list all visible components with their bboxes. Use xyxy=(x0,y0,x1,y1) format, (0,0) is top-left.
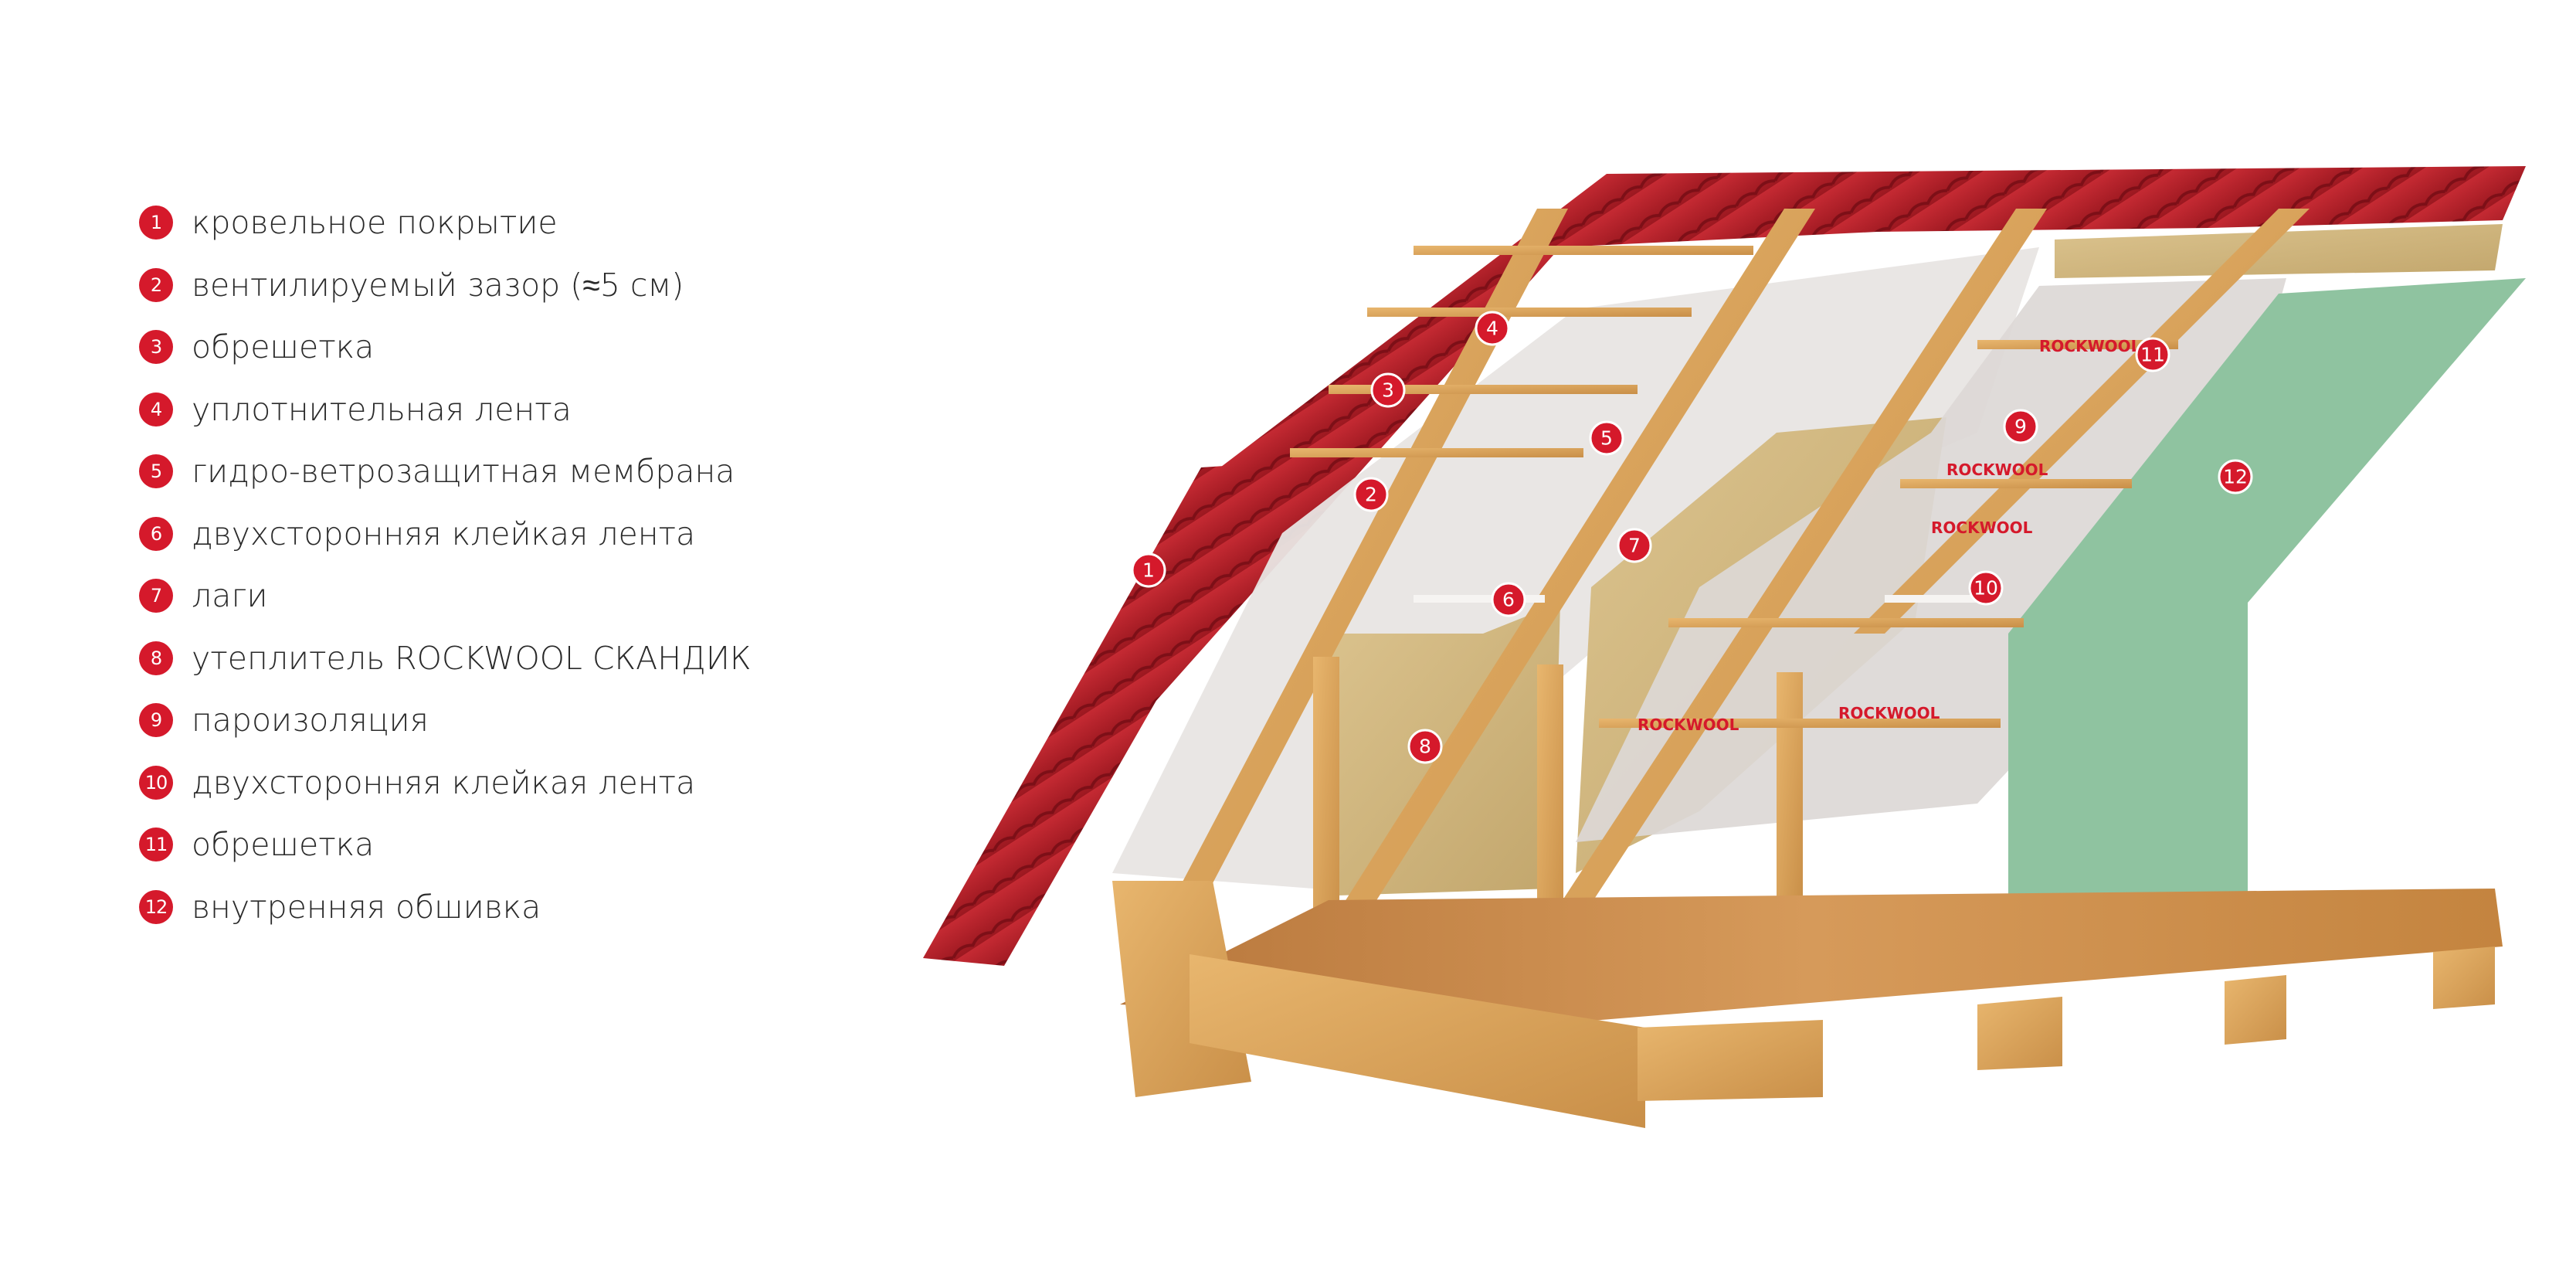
callout-number: 8 xyxy=(1419,736,1431,758)
membrane-brand-label: ROCKWOOL xyxy=(2039,337,2141,355)
legend-item-8: 8 утеплитель ROCKWOOL СКАНДИК xyxy=(139,639,911,677)
legend-label: лаги xyxy=(192,577,268,614)
membrane-brand-label: ROCKWOOL xyxy=(1931,518,2033,537)
legend-item-5: 5 гидро-ветрозащитная мембрана xyxy=(139,453,911,490)
legend-item-3: 3 обрешетка xyxy=(139,328,911,365)
callout-number: 2 xyxy=(1365,484,1377,506)
callout-number: 3 xyxy=(1382,379,1394,402)
callout-number: 11 xyxy=(2140,344,2165,366)
callout-4: 4 xyxy=(1475,311,1510,346)
insulation-top xyxy=(2055,224,2503,278)
floor-joist xyxy=(2433,946,2495,1009)
legend-item-6: 6 двухсторонняя клейкая лента xyxy=(139,515,911,552)
legend-item-10: 10 двухсторонняя клейкая лента xyxy=(139,763,911,801)
callout-6: 6 xyxy=(1491,582,1526,617)
batten xyxy=(1367,308,1692,317)
legend-badge: 12 xyxy=(139,889,173,924)
membrane-brand-label: ROCKWOOL xyxy=(1638,715,1739,734)
tape-strip xyxy=(1885,595,1977,603)
callout-number: 10 xyxy=(1974,577,1998,600)
inner-batten xyxy=(1977,340,2178,349)
callout-9: 9 xyxy=(2003,409,2038,444)
rafter-2 xyxy=(1329,209,1815,927)
callout-5: 5 xyxy=(1589,420,1624,456)
inner-batten xyxy=(1599,719,2001,728)
legend-item-2: 2 вентилируемый зазор (≈5 см) xyxy=(139,266,911,304)
legend-label: уплотнительная лента xyxy=(192,390,572,428)
legend-item-12: 12 внутренняя обшивка xyxy=(139,888,911,926)
batten xyxy=(1329,385,1638,394)
legend-badge: 8 xyxy=(139,641,173,675)
callout-12: 12 xyxy=(2218,459,2253,494)
legend-badge: 10 xyxy=(139,765,173,800)
legend-label: обрешетка xyxy=(192,826,375,863)
legend-label: двухсторонняя клейкая лента xyxy=(192,515,696,552)
legend-badge: 3 xyxy=(139,330,173,364)
brand-marks: ROCKWOOL ROCKWOOL ROCKWOOL ROCKWOOL ROCK… xyxy=(1638,337,2141,734)
callout-number: 9 xyxy=(2014,416,2027,438)
floor-joist xyxy=(1977,997,2062,1070)
callout-number: 7 xyxy=(1628,535,1641,557)
legend-label: утеплитель ROCKWOOL СКАНДИК xyxy=(192,639,752,677)
membrane-brand-label: ROCKWOOL xyxy=(1946,460,2048,479)
inner-batten xyxy=(1668,618,2024,627)
legend-label: вентилируемый зазор (≈5 см) xyxy=(192,266,684,304)
legend-label: гидро-ветрозащитная мембрана xyxy=(192,453,735,490)
legend-item-7: 7 лаги xyxy=(139,577,911,614)
inner-batten xyxy=(1900,479,2132,488)
legend-badge: 6 xyxy=(139,516,173,551)
rafter-4 xyxy=(1854,209,2310,634)
callout-11: 11 xyxy=(2135,337,2170,372)
tape-strip xyxy=(1414,595,1545,603)
callout-2: 2 xyxy=(1353,477,1389,512)
legend-item-9: 9 пароизоляция xyxy=(139,702,911,739)
floor-joist xyxy=(1190,954,1645,1128)
callout-10: 10 xyxy=(1968,570,2004,606)
legend-badge: 5 xyxy=(139,454,173,488)
legend-badge: 7 xyxy=(139,579,173,613)
batten xyxy=(1414,246,1753,255)
floor-deck xyxy=(1120,889,2503,1028)
callout-3: 3 xyxy=(1370,372,1406,408)
legend-label: обрешетка xyxy=(192,328,375,365)
legend-item-1: 1 кровельное покрытие xyxy=(139,204,911,241)
callout-1: 1 xyxy=(1131,552,1166,588)
roof-tiles xyxy=(927,166,2526,958)
legend-badge: 2 xyxy=(139,267,173,302)
roof-tiles-eave xyxy=(923,464,1274,966)
floor-joist xyxy=(1638,1020,1823,1101)
callout-number: 1 xyxy=(1142,559,1155,582)
batten xyxy=(1290,448,1583,457)
legend-badge: 4 xyxy=(139,392,173,427)
legend-badge: 9 xyxy=(139,703,173,737)
legend-label: пароизоляция xyxy=(192,702,429,739)
legend-label: двухсторонняя клейкая лента xyxy=(192,763,696,801)
callout-number: 5 xyxy=(1600,427,1613,450)
callout-number: 12 xyxy=(2223,466,2248,488)
legend: 1 кровельное покрытие 2 вентилируемый за… xyxy=(139,204,911,952)
gypsum-board xyxy=(2008,278,2526,919)
rafter-3 xyxy=(1545,209,2047,927)
legend-badge: 11 xyxy=(139,828,173,861)
legend-label: внутренняя обшивка xyxy=(192,888,541,926)
legend-item-11: 11 обрешетка xyxy=(139,826,911,863)
callout-7: 7 xyxy=(1617,528,1652,563)
callout-8: 8 xyxy=(1407,729,1443,764)
callout-number: 4 xyxy=(1486,318,1498,340)
stud-3 xyxy=(1777,672,1803,904)
legend-label: кровельное покрытие xyxy=(192,204,558,241)
legend-item-4: 4 уплотнительная лента xyxy=(139,390,911,428)
legend-badge: 1 xyxy=(139,206,173,240)
callout-number: 6 xyxy=(1502,589,1515,611)
floor-joist xyxy=(2225,975,2286,1045)
membrane-brand-label: ROCKWOOL xyxy=(1838,704,1940,722)
